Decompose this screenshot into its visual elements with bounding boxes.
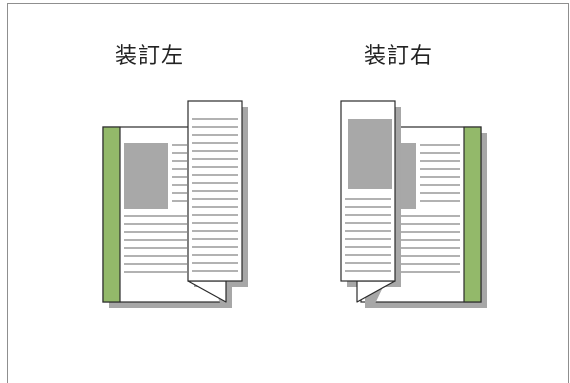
binding-right-label: 装訂右 — [364, 44, 434, 69]
binding-left-label: 装訂左 — [115, 44, 185, 69]
back-page-text-lines — [124, 144, 187, 273]
panel-frame — [7, 3, 569, 383]
back-page-text-lines — [398, 144, 460, 273]
front-image-block — [348, 119, 392, 189]
binding-left-illustration — [102, 100, 248, 308]
front-page-text-lines — [345, 198, 391, 272]
front-page-text-lines — [192, 118, 238, 272]
image-block — [124, 143, 168, 209]
binding-strip — [463, 126, 482, 303]
binding-strip — [102, 126, 121, 303]
binding-right-illustration — [340, 100, 487, 308]
